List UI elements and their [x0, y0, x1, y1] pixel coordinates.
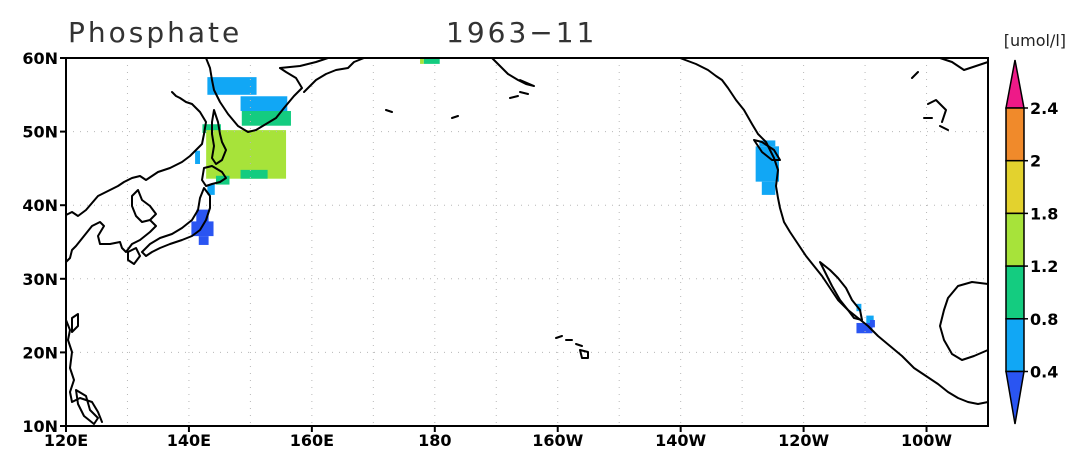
colorbar-top-triangle — [1005, 59, 1025, 109]
alaska-coastline — [491, 57, 989, 405]
taiwan-coastline — [71, 313, 79, 333]
kyushu-coastline — [127, 247, 141, 265]
gulf-of-mexico-coast — [939, 281, 989, 361]
phosphate-cell — [195, 150, 200, 164]
colorbar-bottom-triangle — [1005, 370, 1025, 425]
x-tick-label: 180 — [418, 431, 451, 450]
x-tick-label: 120W — [778, 431, 829, 450]
baja-california — [819, 261, 863, 321]
phosphate-cell — [240, 169, 268, 179]
map-plot-area — [65, 57, 989, 427]
phosphate-cell — [240, 96, 288, 111]
y-tick-label: 50N — [22, 123, 58, 142]
map-frame — [65, 57, 989, 427]
x-tick-label: 160E — [290, 431, 334, 450]
y-tick-label: 60N — [22, 49, 58, 68]
asia-coastline — [65, 91, 207, 217]
x-tick-label: 160W — [532, 431, 583, 450]
colorbar-label: 1.8 — [1030, 204, 1058, 223]
hokkaido-coastline — [201, 165, 227, 187]
x-tick-label: 140W — [655, 431, 706, 450]
phosphate-cell — [856, 322, 873, 334]
kamchatka-coastline — [205, 57, 303, 133]
vancouver-island — [753, 139, 781, 161]
ocean-background — [66, 58, 988, 426]
y-tick-label: 30N — [22, 270, 58, 289]
aleutian-islands — [385, 91, 529, 119]
sakhalin-coastline — [211, 109, 227, 165]
phosphate-cell — [198, 236, 209, 245]
colorbar-label: 2.4 — [1030, 99, 1058, 118]
y-tick-label: 10N — [22, 417, 58, 436]
colorbar-label: 2 — [1030, 152, 1041, 171]
hawaii-islands — [555, 335, 589, 359]
x-tick-label: 120E — [44, 431, 88, 450]
colorbar-label: 0.8 — [1030, 310, 1058, 329]
colorbar-label: 1.2 — [1030, 257, 1058, 276]
y-tick-label: 20N — [22, 343, 58, 362]
x-tick-label: 140E — [167, 431, 211, 450]
colorbar-label: 0.4 — [1030, 363, 1058, 382]
phosphate-cell — [207, 77, 257, 95]
phosphate-cell — [423, 58, 440, 64]
phosphate-cell — [207, 184, 215, 195]
korea-coastline — [131, 189, 157, 223]
variable-title: Phosphate — [68, 16, 242, 49]
okhotsk-north-coastline — [279, 57, 329, 69]
colorbar-segment — [1005, 265, 1025, 320]
units-label: [umol/l] — [1004, 31, 1066, 50]
bering-west-coastline — [303, 57, 365, 93]
honshu-coastline — [141, 187, 211, 257]
hudson-area-coast — [911, 57, 989, 131]
date-title: 1963−11 — [446, 16, 597, 49]
colorbar-segment — [1005, 318, 1025, 373]
map-axes: 120E 140E 160E 180 160W 140W 120W 100W 10N 20N 30N… — [22, 49, 952, 450]
phosphate-cell — [761, 181, 776, 195]
phosphate-cell — [869, 320, 875, 328]
south-china-coastline — [65, 319, 103, 423]
coastlines — [65, 57, 989, 425]
philippines-coastline — [75, 389, 99, 425]
colorbar-segment — [1005, 159, 1025, 215]
colorbar: 0.4 0.8 1.2 1.8 2 2.4 — [1005, 59, 1058, 425]
colorbar-segment — [1005, 212, 1025, 267]
phosphate-cell — [420, 58, 424, 64]
colorbar-segment — [1005, 107, 1025, 162]
x-tick-label: 100W — [901, 431, 952, 450]
y-tick-label: 40N — [22, 196, 58, 215]
china-coastline — [65, 219, 157, 263]
